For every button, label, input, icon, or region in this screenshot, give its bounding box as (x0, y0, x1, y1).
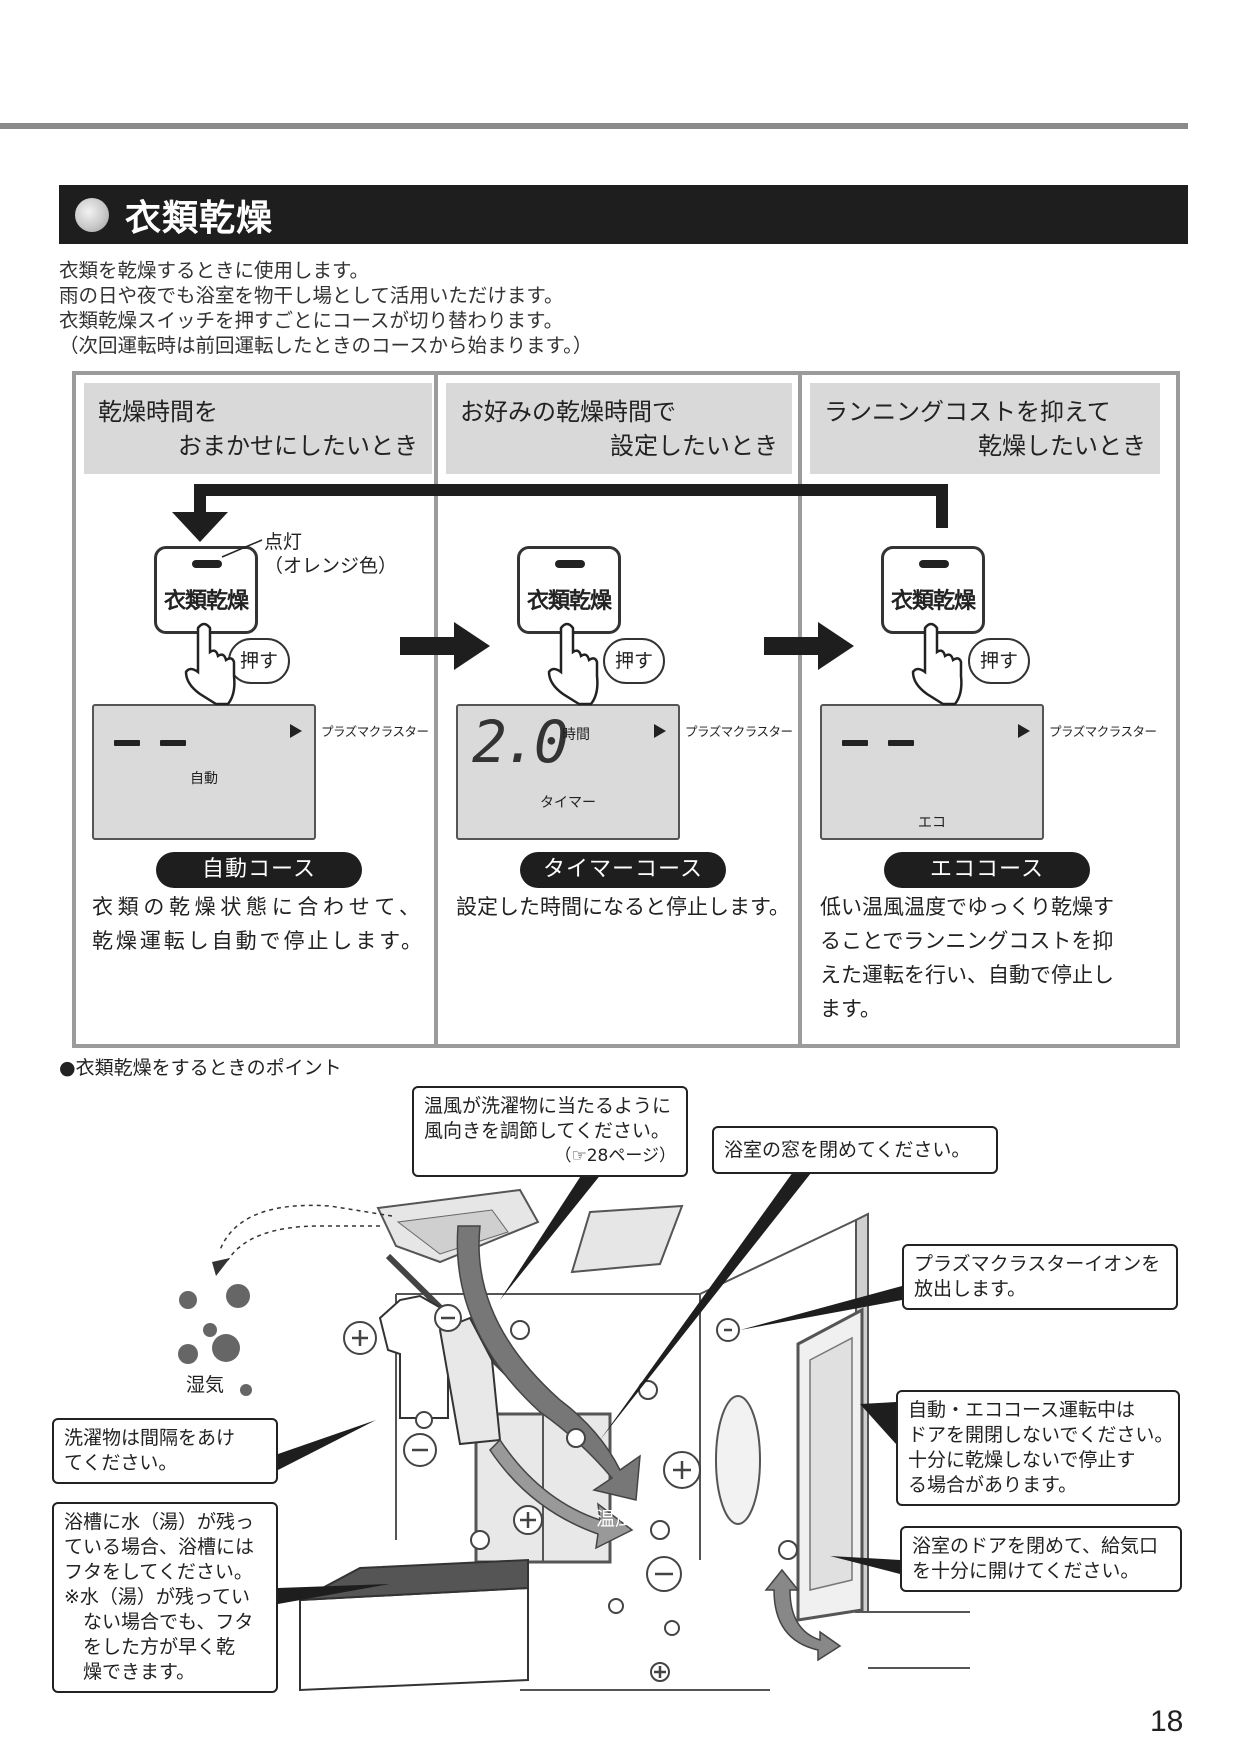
mirror (715, 1395, 761, 1525)
intro-line: 雨の日や夜でも浴室を物干し場として活用いただけます。 (59, 284, 564, 307)
lcd-indicator-icon (654, 724, 666, 738)
push-label: 押す (228, 638, 290, 684)
column-divider (798, 375, 802, 1044)
lcd-dash (114, 740, 140, 746)
callout-pointer (740, 1286, 902, 1330)
ceiling-vent (570, 1204, 684, 1274)
pointing-hand-icon (547, 622, 599, 706)
pointing-hand-icon (184, 622, 236, 706)
callout-door-close: 浴室のドアを閉めて、給気口 を十分に開けてください。 (900, 1526, 1182, 1592)
lcd-dash (160, 740, 186, 746)
lcd-dash (888, 740, 914, 746)
points-heading: ●衣類乾燥をするときのポイント (59, 1057, 342, 1079)
course-badge-auto: 自動コース (156, 852, 362, 888)
bathtub (299, 1586, 529, 1692)
lcd-mode: タイマー (540, 795, 596, 811)
dry-button-timer[interactable]: 衣類乾燥 (517, 546, 621, 634)
lcd-indicator-icon (290, 724, 302, 738)
course-desc-timer: 設定した時間になると停止します。 (456, 895, 790, 919)
next-arrow (764, 637, 820, 655)
section-title-bar: 衣類乾燥 (59, 185, 1188, 244)
lcd-display-auto: 自動 (92, 704, 316, 840)
callout-pointer (600, 1154, 826, 1440)
lcd-indicator-icon (1018, 724, 1030, 738)
callout-pointer (860, 1402, 896, 1444)
led-indicator (555, 560, 585, 568)
warm-air-label: 温風 (596, 1508, 635, 1530)
callout-pointer (278, 1584, 390, 1604)
callout-door-open: 自動・エココース運転中は ドアを開閉しないでください。 十分に乾燥しないで停止す… (896, 1390, 1180, 1506)
intro-line: 衣類乾燥スイッチを押すごとにコースが切り替わります。 (59, 309, 564, 332)
led-indicator (919, 560, 949, 568)
lcd-display-eco: エコ (820, 704, 1044, 840)
pointing-hand-icon (911, 622, 963, 706)
course-badge-eco: エココース (884, 852, 1090, 888)
tub-lid (299, 1558, 529, 1601)
loop-arrow (194, 484, 948, 528)
course-panel: 乾燥時間を おまかせにしたいとき お好みの乾燥時間で 設定したいとき ランニング… (72, 371, 1180, 1048)
next-arrow (400, 637, 456, 655)
intro-text: 衣類を乾燥するときに使用します。 雨の日や夜でも浴室を物干し場として活用いただけ… (59, 258, 1179, 358)
lcd-mode: エコ (918, 815, 946, 831)
towel (438, 1316, 502, 1446)
ion-signs (352, 1316, 732, 1678)
intro-line: （次回運転時は前回運転したときのコースから始まります。） (59, 334, 593, 357)
led-note: 点灯 （オレンジ色） (264, 531, 398, 577)
humidity-label: 湿気 (186, 1374, 225, 1396)
course-desc-eco: 低い温風温度でゆっくり乾燥す ることでランニングコストを抑 えた運転を行い、自動… (820, 895, 1114, 1021)
callout-tub-lid: 浴槽に水（湯）が残っ ている場合、浴槽には フタをしてください。 ※水（湯）が残… (52, 1502, 278, 1693)
lcd-mode: 自動 (190, 771, 218, 787)
lcd-dash (842, 740, 868, 746)
lcd-side-label: プラズマクラスター (321, 724, 429, 739)
page-number: 18 (1150, 1705, 1184, 1738)
callout-window: 浴室の窓を閉めてください。 (712, 1126, 998, 1174)
callout-pointer (830, 1556, 900, 1574)
lcd-time-unit: 時間 (562, 727, 590, 743)
next-arrow-head (818, 622, 854, 670)
lcd-side-label: プラズマクラスター (1049, 724, 1157, 739)
led-indicator (192, 560, 222, 568)
course-badge-timer: タイマーコース (520, 852, 726, 888)
dry-button-eco[interactable]: 衣類乾燥 (881, 546, 985, 634)
column-header-auto: 乾燥時間を おまかせにしたいとき (84, 383, 432, 474)
push-label: 押す (968, 638, 1030, 684)
intake-air-arrow (764, 1568, 842, 1662)
title-bullet-icon (75, 197, 109, 232)
course-desc-auto: 衣類の乾燥状態に合わせて、 乾燥運転し自動で停止します。 (92, 895, 422, 953)
lcd-side-label: プラズマクラスター (685, 724, 793, 739)
lcd-display-timer: 2.0 時間 タイマー (456, 704, 680, 840)
dry-button-auto[interactable]: 衣類乾燥 (154, 546, 258, 634)
column-header-timer: お好みの乾燥時間で 設定したいとき (446, 383, 792, 474)
callout-wind-direction: 温風が洗濯物に当たるように 風向きを調節してください。 （☞28ページ） (412, 1086, 688, 1177)
callout-pointer (278, 1420, 376, 1470)
intro-line: 衣類を乾燥するときに使用します。 (59, 259, 370, 282)
led-leader-line (221, 539, 263, 558)
section-title: 衣類乾燥 (125, 197, 274, 239)
warm-air-arrow (456, 1225, 641, 1501)
next-arrow-head (454, 622, 490, 670)
callout-laundry-spacing: 洗濯物は間隔をあけ てください。 (52, 1418, 278, 1484)
callout-pointer (500, 1168, 606, 1300)
column-header-eco: ランニングコストを抑えて 乾燥したいとき (810, 383, 1160, 474)
humidity-particles (178, 1284, 252, 1396)
column-divider (434, 375, 438, 1044)
loop-arrow-head (172, 512, 228, 542)
course-flow-arrows (172, 484, 963, 706)
top-rule (0, 123, 1188, 129)
callout-plasma: プラズマクラスターイオンを 放出します。 (902, 1244, 1178, 1310)
push-label: 押す (603, 638, 665, 684)
lcd-time-value: 2.0 (472, 708, 569, 776)
